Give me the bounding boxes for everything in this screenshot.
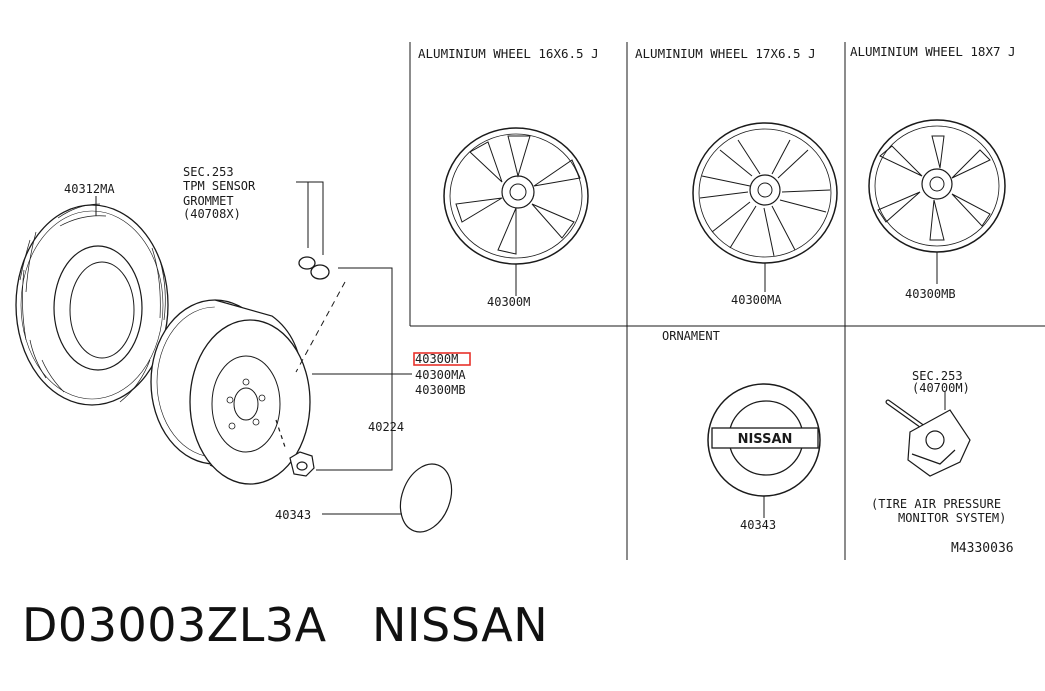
label-sec253-a: SEC.253 bbox=[183, 165, 234, 179]
leader-lines-left bbox=[95, 181, 412, 515]
header-wheel-16: ALUMINIUM WHEEL 16X6.5 J bbox=[418, 46, 599, 61]
label-grommet: GROMMET bbox=[183, 194, 234, 208]
ornament-illustration bbox=[707, 383, 821, 497]
label-nut[interactable]: 40224 bbox=[368, 420, 404, 434]
valve-path-line bbox=[295, 281, 346, 373]
part-caption: D03003ZL3A NISSAN bbox=[22, 598, 548, 652]
header-wheel-17: ALUMINIUM WHEEL 17X6.5 J bbox=[635, 46, 816, 61]
label-grommet-code: (40708X) bbox=[183, 207, 241, 221]
caption-brand: NISSAN bbox=[372, 598, 549, 652]
caption-part-number: D03003ZL3A bbox=[22, 598, 327, 652]
cap-illustration bbox=[399, 463, 453, 533]
wheel-16-illustration bbox=[443, 127, 589, 265]
tpms-sensor-illustration bbox=[885, 399, 971, 477]
label-wheel-mb[interactable]: 40300MB bbox=[415, 383, 466, 397]
label-wheel16-part[interactable]: 40300M bbox=[487, 295, 530, 309]
label-wheel-ma[interactable]: 40300MA bbox=[415, 368, 466, 382]
header-wheel-18: ALUMINIUM WHEEL 18X7 J bbox=[850, 44, 1016, 59]
grid-lines bbox=[409, 42, 1045, 560]
wheel-illustration bbox=[150, 299, 311, 485]
label-sensor-code: (40700M) bbox=[912, 381, 970, 395]
highlight-box bbox=[413, 352, 471, 366]
label-wheel18-part[interactable]: 40300MB bbox=[905, 287, 956, 301]
label-wheel-m-highlight[interactable]: 40300M bbox=[415, 352, 458, 366]
label-tpms-line1: (TIRE AIR PRESSURE bbox=[871, 497, 1001, 511]
header-ornament: ORNAMENT bbox=[662, 329, 720, 343]
wheel-nut-illustration bbox=[275, 419, 315, 477]
label-tpms-line2: MONITOR SYSTEM) bbox=[898, 511, 1006, 525]
ornament-logo-text: NISSAN bbox=[738, 432, 793, 447]
wheel-17-illustration bbox=[692, 122, 838, 264]
wheel-18-illustration bbox=[868, 119, 1006, 253]
label-tire: 40312MA bbox=[64, 182, 115, 196]
label-ornament-part[interactable]: 40343 bbox=[740, 518, 776, 532]
tire-illustration bbox=[15, 203, 169, 406]
label-sec253-b: SEC.253 bbox=[912, 369, 963, 383]
label-cap-left[interactable]: 40343 bbox=[275, 508, 311, 522]
diagram-id: M4330036 bbox=[951, 541, 1014, 556]
grommet-rings bbox=[298, 256, 330, 280]
label-wheel17-part[interactable]: 40300MA bbox=[731, 293, 782, 307]
label-tpm-sensor: TPM SENSOR bbox=[183, 179, 256, 193]
